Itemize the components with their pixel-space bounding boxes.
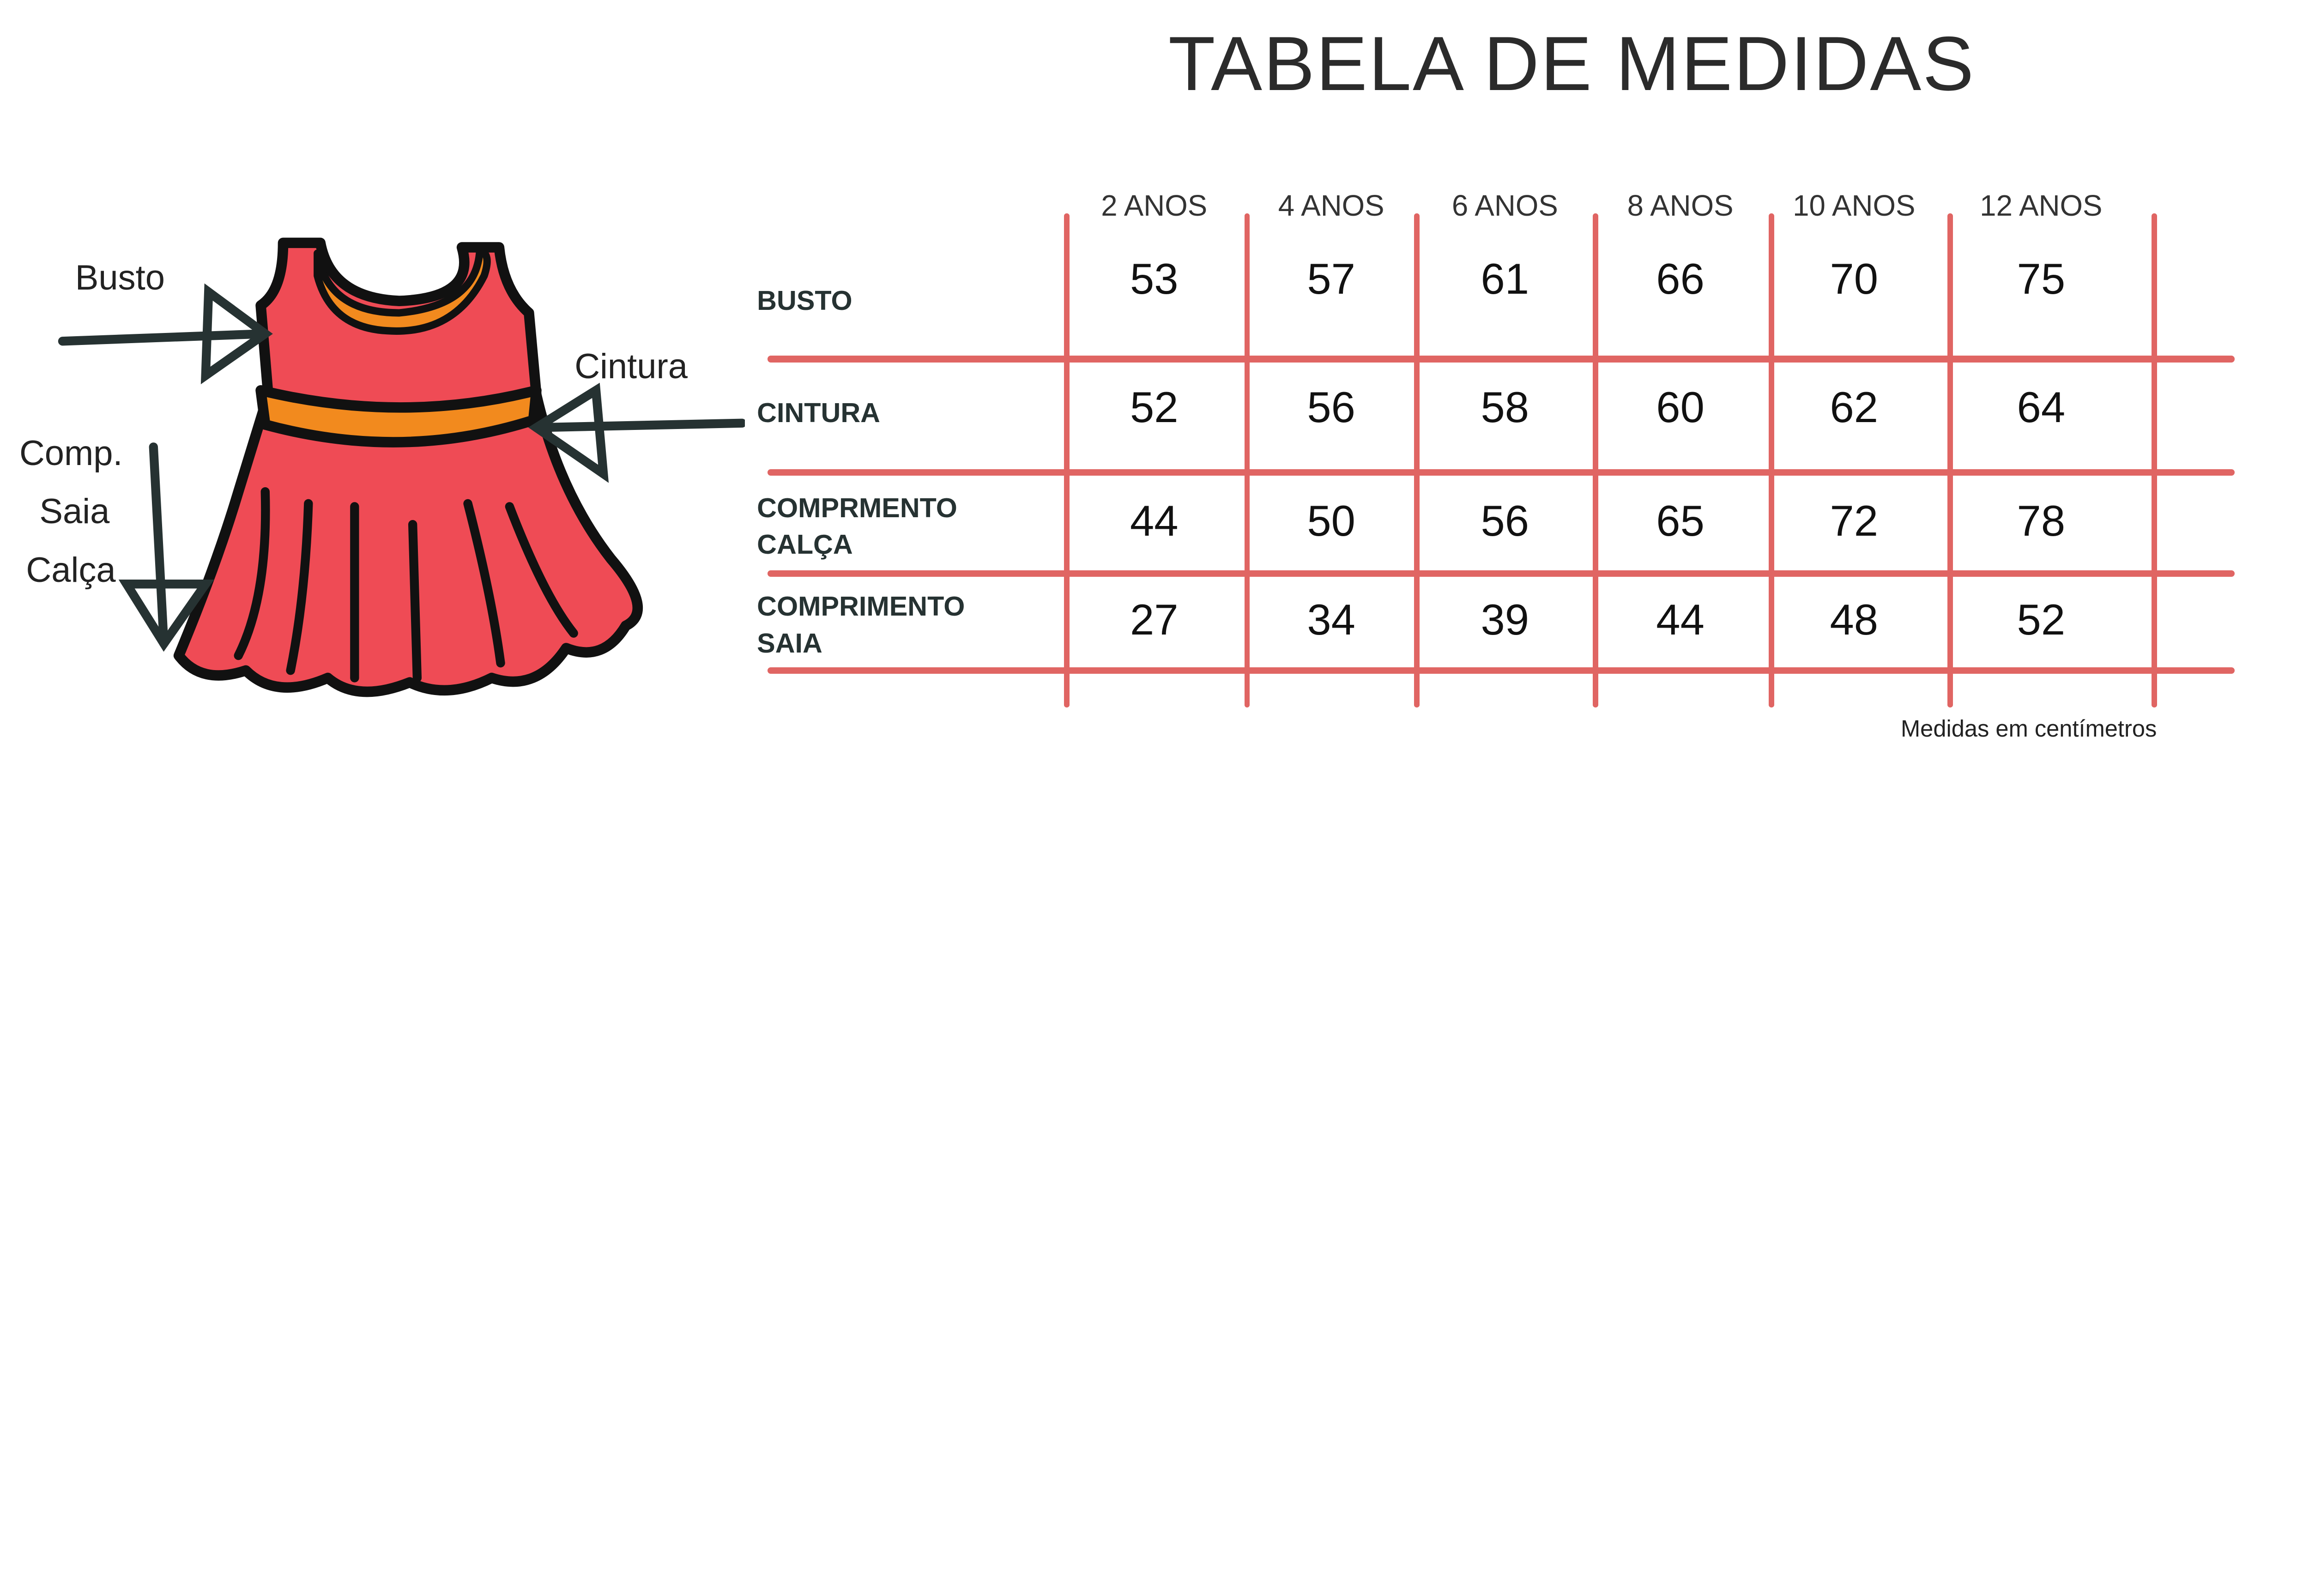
table-cell: 39 — [1481, 595, 1529, 644]
grid-vline — [1414, 213, 1420, 708]
row-label: BUSTO — [757, 282, 852, 319]
table-cell: 48 — [1830, 595, 1879, 644]
table-cell: 52 — [1130, 383, 1179, 432]
table-cell: 58 — [1481, 383, 1529, 432]
footnote: Medidas em centímetros — [1901, 715, 2157, 742]
column-header: 6 ANOS — [1451, 189, 1558, 222]
row-label: CINTURA — [757, 394, 880, 431]
column-header: 12 ANOS — [1980, 189, 2103, 222]
table-cell: 56 — [1307, 383, 1355, 432]
grid-hline — [767, 570, 2235, 577]
table-cell: 64 — [2017, 383, 2066, 432]
column-header: 4 ANOS — [1278, 189, 1384, 222]
label-comp-line3: Calça — [26, 550, 116, 590]
column-header: 8 ANOS — [1627, 189, 1734, 222]
neck-trim — [314, 246, 491, 335]
table-cell: 56 — [1481, 496, 1529, 545]
label-comp: Comp. Saia Calça — [19, 424, 123, 600]
row-label: COMPRMENTO CALÇA — [757, 490, 957, 563]
grid-hline — [767, 356, 2235, 363]
grid-vline — [1593, 213, 1598, 708]
table-cell: 65 — [1656, 496, 1705, 545]
arrows — [58, 283, 745, 652]
page-title: TABELA DE MEDIDAS — [1168, 21, 1976, 107]
row-label-line: COMPRMENTO — [757, 492, 957, 523]
row-label-line: BUSTO — [757, 285, 852, 316]
grid-vline — [2152, 213, 2157, 708]
label-comp-line1: Comp. — [19, 433, 123, 473]
grid-vline — [1244, 213, 1250, 708]
table-cell: 57 — [1307, 254, 1355, 303]
table-cell: 44 — [1656, 595, 1705, 644]
grid-vline — [1769, 213, 1774, 708]
row-label-line: CALÇA — [757, 529, 853, 560]
table-cell: 78 — [2017, 496, 2066, 545]
label-cintura: Cintura — [574, 346, 688, 386]
row-label-line: COMPRIMENTO — [757, 591, 965, 622]
table-cell: 60 — [1656, 383, 1705, 432]
table-cell: 44 — [1130, 496, 1179, 545]
table-cell: 72 — [1830, 496, 1879, 545]
column-header: 2 ANOS — [1101, 189, 1208, 222]
table-cell: 66 — [1656, 254, 1705, 303]
table-cell: 34 — [1307, 595, 1355, 644]
table-cell: 61 — [1481, 254, 1529, 303]
dress-illustration — [58, 237, 745, 697]
column-header: 10 ANOS — [1793, 189, 1916, 222]
label-comp-line2: Saia — [39, 492, 110, 532]
row-label-line: SAIA — [757, 627, 822, 659]
table-cell: 52 — [2017, 595, 2066, 644]
grid-vline — [1947, 213, 1953, 708]
table-cell: 62 — [1830, 383, 1879, 432]
row-label-line: CINTURA — [757, 397, 880, 428]
grid-vline — [1064, 213, 1070, 708]
table-cell: 70 — [1830, 254, 1879, 303]
label-busto: Busto — [75, 258, 165, 297]
table-cell: 27 — [1130, 595, 1179, 644]
dress-body — [173, 237, 643, 697]
row-label: COMPRIMENTO SAIA — [757, 588, 965, 661]
table-cell: 50 — [1307, 496, 1355, 545]
grid-hline — [767, 667, 2235, 674]
table-cell: 53 — [1130, 254, 1179, 303]
waist-band — [255, 385, 542, 447]
grid-hline — [767, 469, 2235, 476]
table-cell: 75 — [2017, 254, 2066, 303]
